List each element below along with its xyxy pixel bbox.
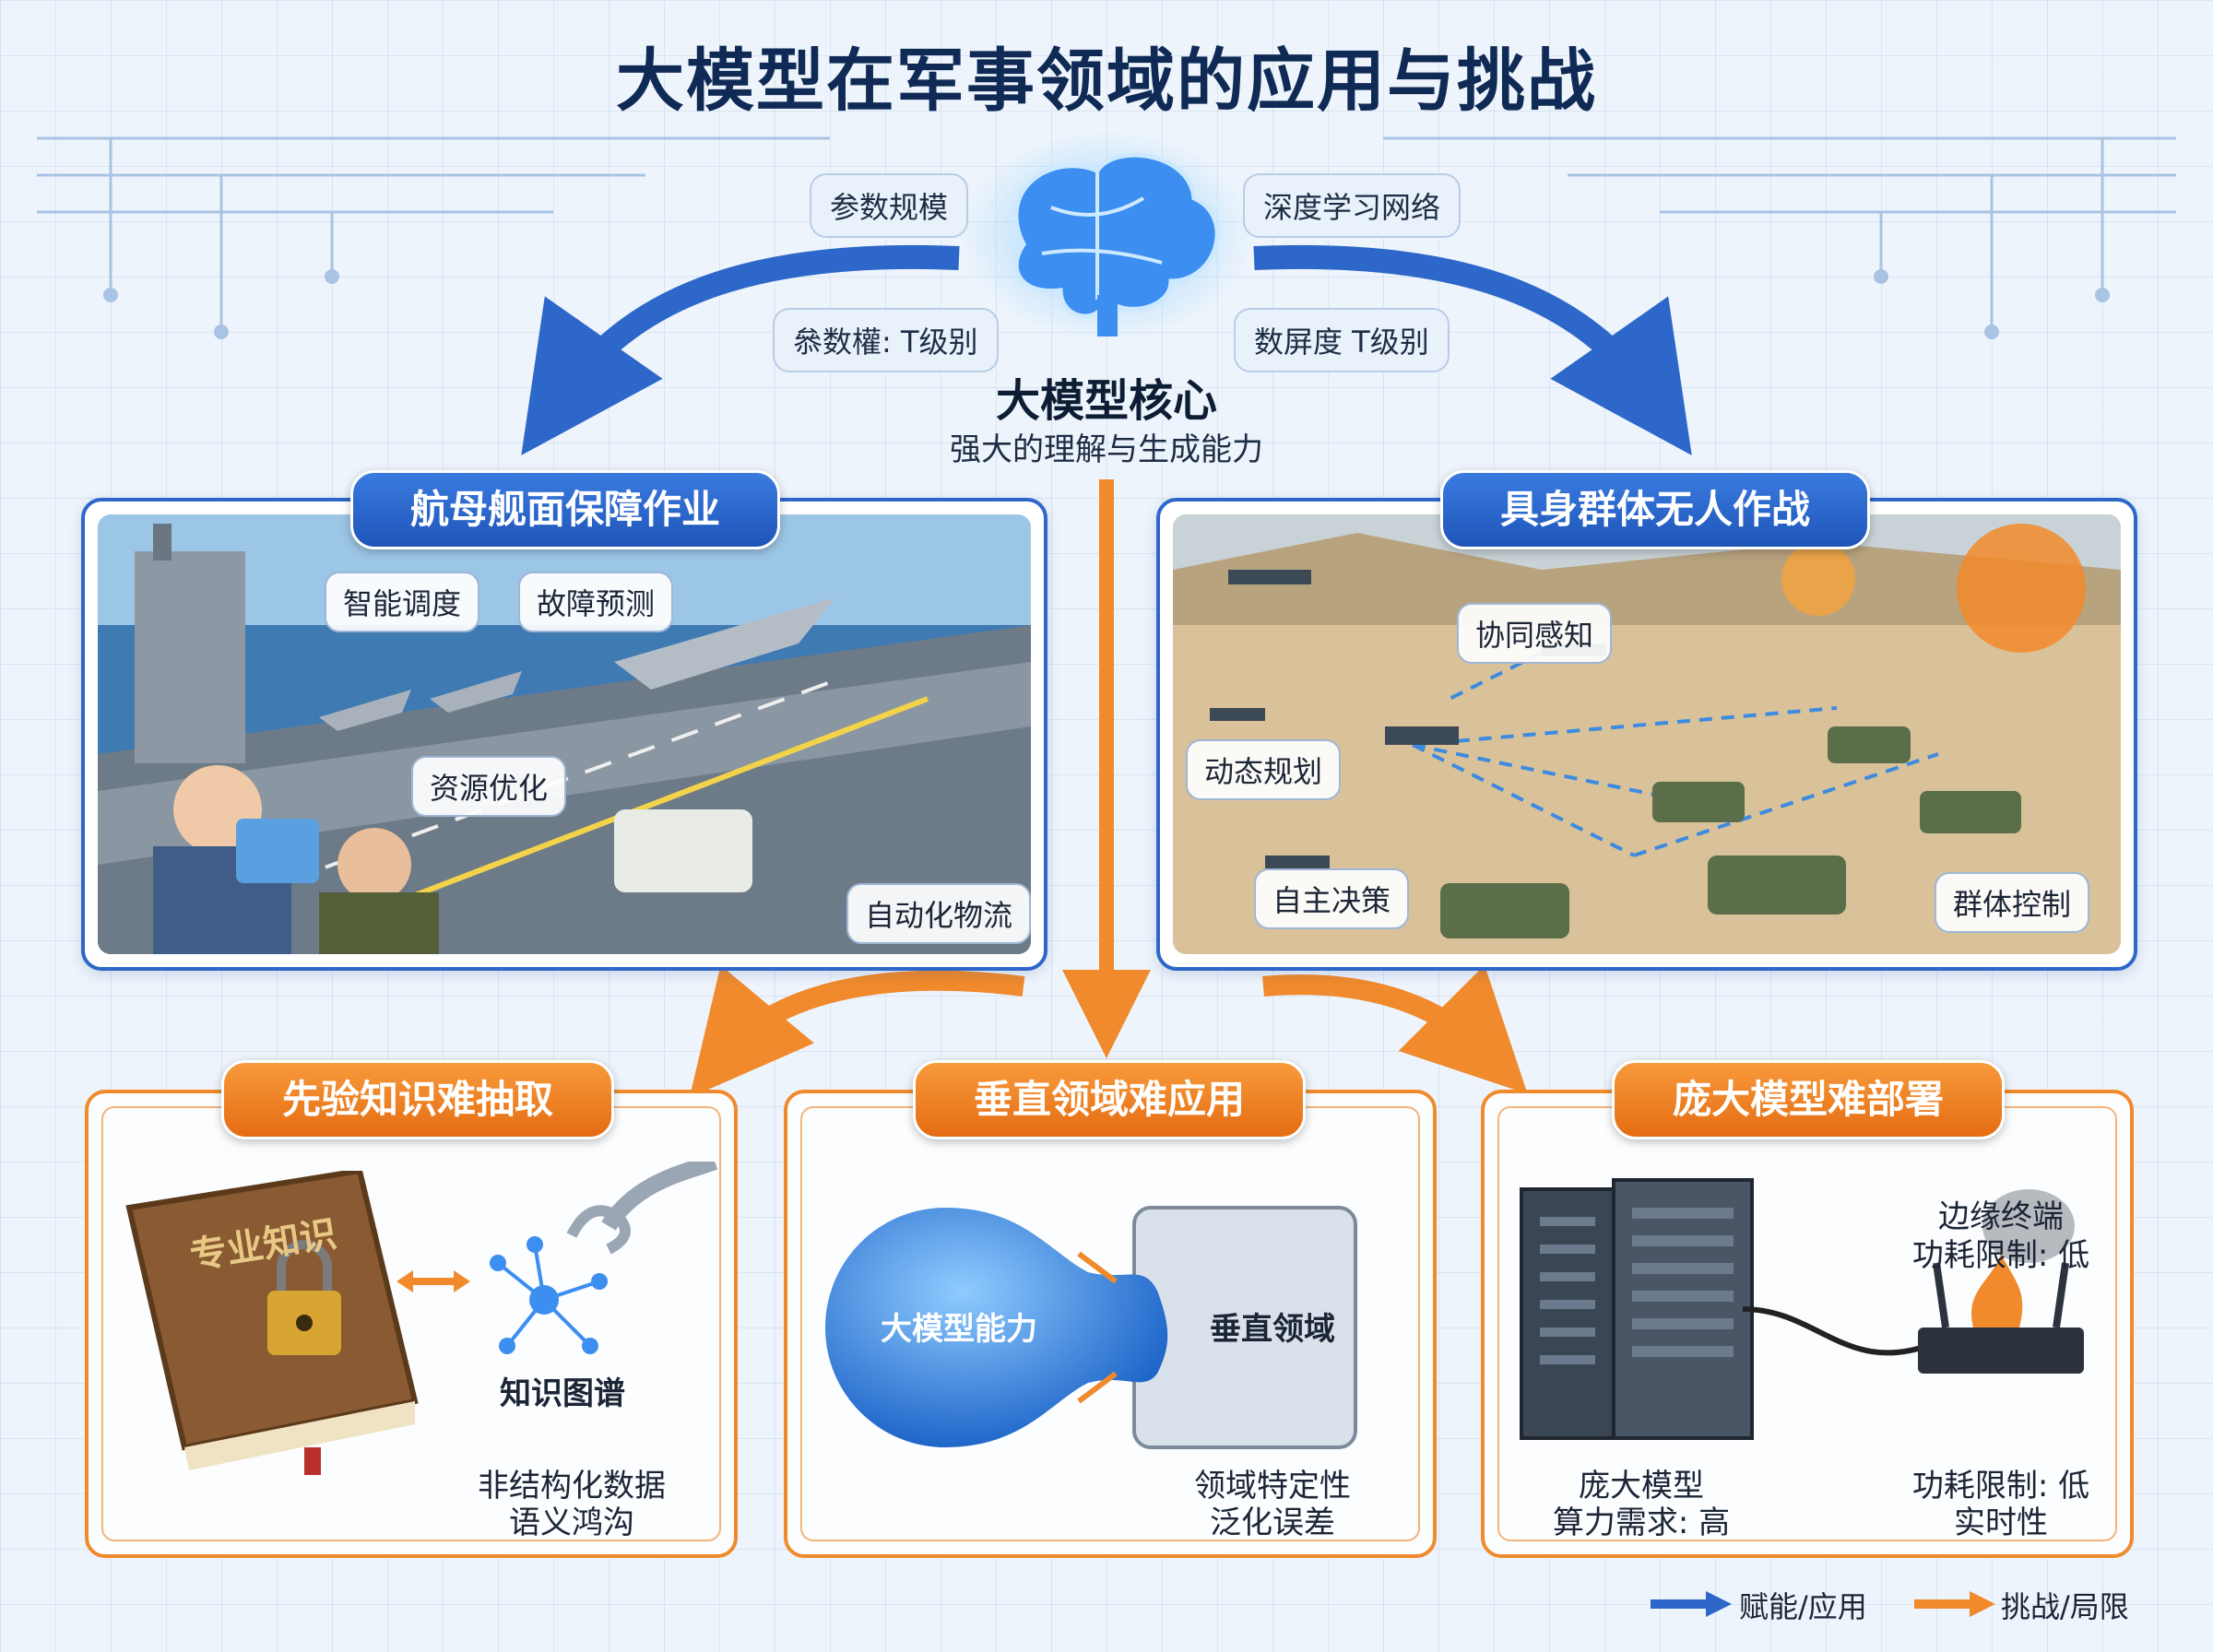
challenge-knowledge-banner: 先验知识难抽取 bbox=[221, 1060, 614, 1139]
edge-label-2: 功耗限制: 低 bbox=[1911, 1237, 2090, 1274]
page-title: 大模型在军事领域的应用与挑战 bbox=[616, 41, 1597, 121]
tag-fault-prediction: 故障预测 bbox=[518, 572, 674, 632]
tag-automated-logistics: 自动化物流 bbox=[846, 883, 1032, 944]
core-subtitle: 强大的理解与生成能力 bbox=[950, 431, 1263, 468]
edge-caption-2: 实时性 bbox=[1954, 1504, 2048, 1541]
edge-label-1: 边缘终端 bbox=[1938, 1198, 2064, 1235]
tag-dynamic-planning: 动态规划 bbox=[1186, 739, 1342, 800]
tag-smart-scheduling: 智能调度 bbox=[325, 572, 480, 632]
tag-swarm-control: 群体控制 bbox=[1935, 872, 2090, 933]
vertical-caption-1: 领域特定性 bbox=[1194, 1468, 1351, 1504]
brain-icon bbox=[959, 134, 1254, 341]
knowledge-graph-icon bbox=[490, 1162, 718, 1354]
challenge-vertical-banner: 垂直领域难应用 bbox=[913, 1060, 1306, 1139]
tag-resource-optimization: 资源优化 bbox=[411, 756, 567, 817]
locked-book-icon bbox=[125, 1171, 419, 1475]
challenge-deploy-banner: 庞大模型难部署 bbox=[1612, 1060, 2005, 1139]
swarm-banner: 具身群体无人作战 bbox=[1440, 470, 1870, 549]
legend-orange-label: 挑战/局限 bbox=[2001, 1589, 2129, 1624]
server-caption-1: 庞大模型 bbox=[1579, 1468, 1704, 1504]
legend-blue-arrow-icon bbox=[1651, 1591, 1732, 1617]
core-title: 大模型核心 bbox=[995, 375, 1217, 427]
legend-orange-arrow-icon bbox=[1914, 1591, 1995, 1617]
server-caption-2: 算力需求: 高 bbox=[1552, 1504, 1731, 1541]
vertical-caption-2: 泛化误差 bbox=[1210, 1504, 1335, 1541]
core-pill-param-scale: 参数规模 bbox=[810, 173, 969, 238]
tag-collaborative-sensing: 协同感知 bbox=[1457, 603, 1613, 664]
core-pill-depth-t: 数屏度 T级别 bbox=[1234, 308, 1450, 372]
server-edge-illustration bbox=[1520, 1178, 2084, 1440]
knowledge-caption-1: 非结构化数据 bbox=[478, 1468, 666, 1504]
core-pill-deep-learning: 深度学习网络 bbox=[1243, 173, 1462, 238]
carrier-banner: 航母舰面保障作业 bbox=[350, 470, 780, 549]
knowledge-caption-2: 语义鸿沟 bbox=[509, 1504, 634, 1541]
bidirectional-arrow-icon bbox=[396, 1270, 470, 1292]
sphere-label: 大模型能力 bbox=[881, 1311, 1037, 1348]
tag-autonomous-decision: 自主决策 bbox=[1254, 868, 1410, 929]
model-vertical-illustration bbox=[825, 1206, 1357, 1449]
legend-blue-label: 赋能/应用 bbox=[1739, 1589, 1867, 1624]
vertical-block-label: 垂直领域 bbox=[1210, 1311, 1335, 1348]
edge-caption-1: 功耗限制: 低 bbox=[1911, 1468, 2090, 1504]
core-pill-param-t: 叅数權: T级别 bbox=[773, 308, 999, 372]
knowledge-graph-label: 知识图谱 bbox=[500, 1375, 625, 1412]
